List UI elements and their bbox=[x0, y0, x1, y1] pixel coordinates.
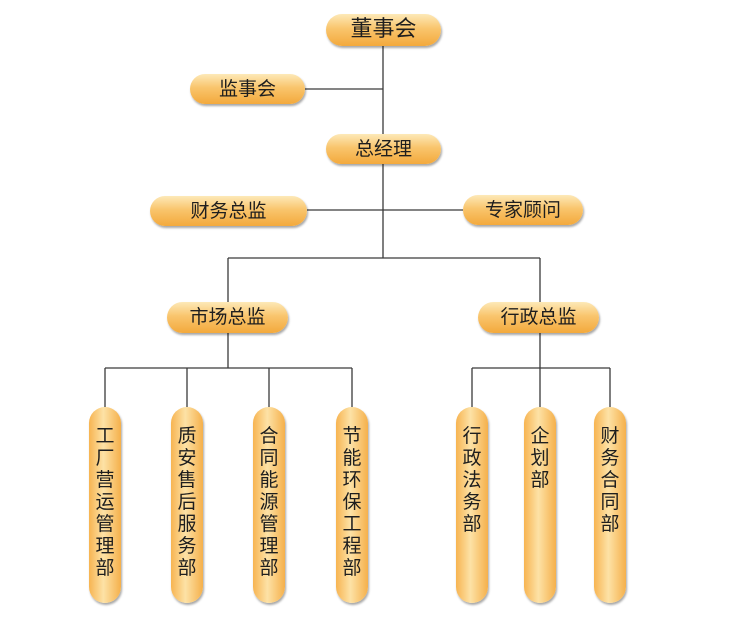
node-admin-director: 行政总监 bbox=[478, 302, 599, 333]
node-dept-factory-operations: 工厂营运管理部 bbox=[89, 407, 121, 603]
node-general-manager: 总经理 bbox=[326, 134, 441, 164]
node-finance-director: 财务总监 bbox=[150, 196, 307, 226]
node-dept-eco-engineering: 节能环保工程部 bbox=[336, 407, 368, 603]
node-supervisors: 监事会 bbox=[190, 74, 305, 104]
node-dept-finance-contract: 财务合同部 bbox=[594, 407, 626, 603]
node-dept-energy-contract: 合同能源管理部 bbox=[253, 407, 285, 603]
node-dept-quality-service: 质安售后服务部 bbox=[171, 407, 203, 603]
node-expert-advisor: 专家顾问 bbox=[463, 195, 583, 225]
node-board: 董事会 bbox=[326, 14, 441, 46]
node-dept-planning: 企划部 bbox=[524, 407, 556, 603]
node-marketing-director: 市场总监 bbox=[167, 302, 288, 333]
node-dept-admin-legal: 行政法务部 bbox=[456, 407, 488, 603]
